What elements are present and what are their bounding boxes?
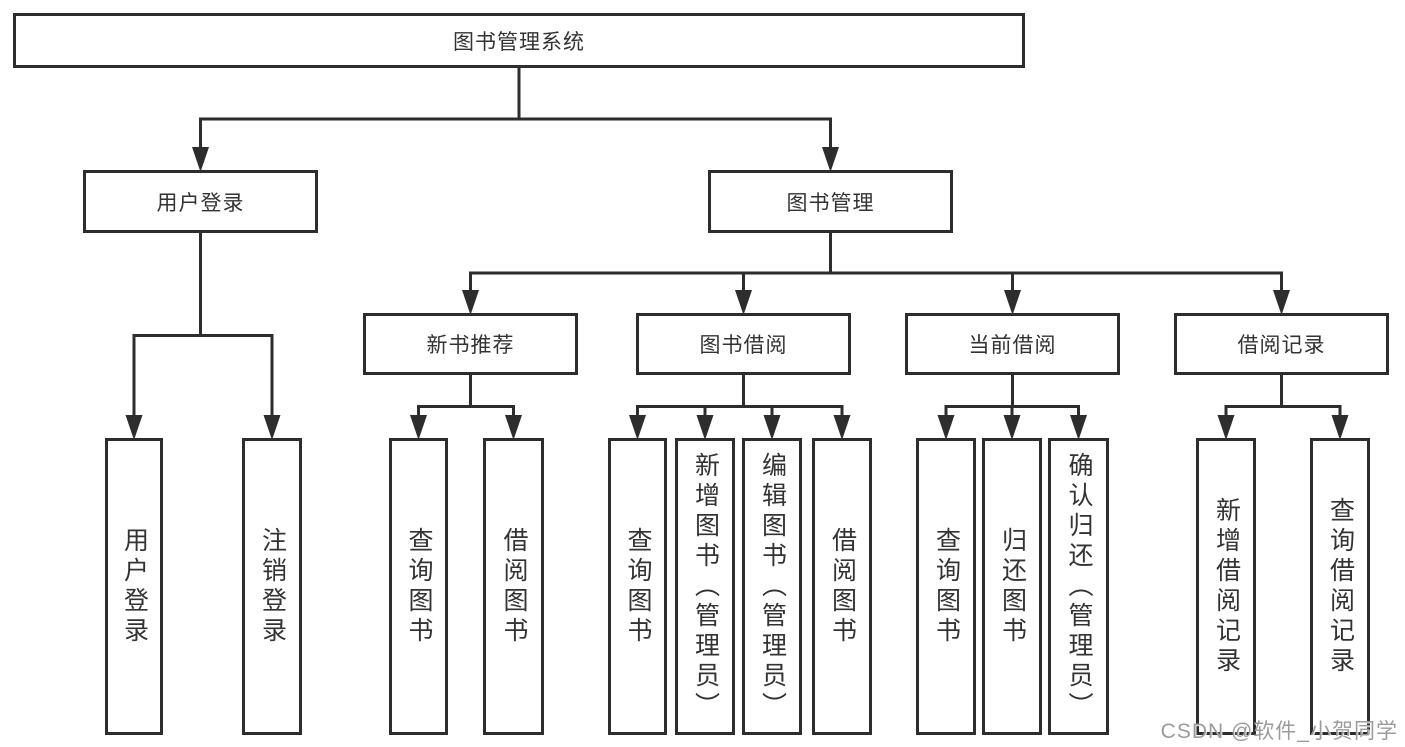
node-label-root: 图书管理系统 xyxy=(453,30,585,54)
node-logout: 注销登录 xyxy=(242,438,302,735)
node-label-borrow-records: 借阅记录 xyxy=(1237,334,1326,357)
node-label-logout: 注销登录 xyxy=(258,526,287,647)
arrowhead-icon xyxy=(937,415,955,440)
arrowhead-icon xyxy=(822,147,839,172)
node-label-nb-query: 查询图书 xyxy=(405,526,433,647)
node-cb-query: 查询图书 xyxy=(916,438,976,735)
arrowhead-icon xyxy=(263,415,281,440)
arrowhead-icon xyxy=(735,290,752,315)
node-book-mgmt: 图书管理 xyxy=(708,170,953,233)
arrowhead-icon xyxy=(763,415,781,440)
watermark-csdn: CSDN @软件_小贺同学 xyxy=(1160,720,1398,743)
node-login-group: 用户登录 xyxy=(83,170,318,233)
node-borrow-records: 借阅记录 xyxy=(1174,313,1389,375)
node-label-cb-return: 归还图书 xyxy=(998,526,1027,647)
node-cb-confirm: 确认归还（管理员） xyxy=(1048,438,1109,735)
arrowhead-icon xyxy=(125,415,143,440)
node-label-bb-borrow: 借阅图书 xyxy=(828,526,857,647)
node-br-add: 新增借阅记录 xyxy=(1196,438,1256,735)
arrowhead-icon xyxy=(833,415,851,440)
arrowhead-icon xyxy=(629,415,646,440)
node-new-book-rec: 新书推荐 xyxy=(363,313,578,375)
node-label-bb-query: 查询图书 xyxy=(624,526,652,647)
node-cb-return: 归还图书 xyxy=(982,438,1042,735)
node-root: 图书管理系统 xyxy=(13,13,1025,68)
node-label-cb-query: 查询图书 xyxy=(932,526,961,647)
node-label-br-query: 查询借阅记录 xyxy=(1326,496,1355,677)
node-label-bb-edit: 编辑图书（管理员） xyxy=(758,451,787,722)
node-bb-add: 新增图书（管理员） xyxy=(675,438,735,735)
arrowhead-icon xyxy=(696,415,714,440)
node-label-user-login: 用户登录 xyxy=(120,526,149,647)
arrowhead-icon xyxy=(192,147,209,172)
node-label-login-group: 用户登录 xyxy=(156,191,245,215)
node-nb-borrow: 借阅图书 xyxy=(483,438,544,735)
node-current-borrow: 当前借阅 xyxy=(905,313,1120,375)
node-bb-edit: 编辑图书（管理员） xyxy=(742,438,802,735)
arrowhead-icon xyxy=(1003,415,1021,440)
arrowhead-icon xyxy=(1217,415,1235,440)
node-label-br-add: 新增借阅记录 xyxy=(1212,496,1241,677)
arrowhead-icon xyxy=(1004,290,1021,315)
node-label-book-borrow: 图书借阅 xyxy=(699,334,788,357)
arrowhead-icon xyxy=(462,290,479,315)
arrowhead-icon xyxy=(1070,415,1087,440)
node-bb-query: 查询图书 xyxy=(608,438,667,735)
node-user-login: 用户登录 xyxy=(105,438,163,735)
node-label-cb-confirm: 确认归还（管理员） xyxy=(1065,451,1093,722)
node-label-bb-add: 新增图书（管理员） xyxy=(691,451,720,722)
node-label-new-book-rec: 新书推荐 xyxy=(426,334,515,357)
node-label-nb-borrow: 借阅图书 xyxy=(500,526,528,647)
arrowhead-icon xyxy=(1331,415,1349,440)
node-bb-borrow: 借阅图书 xyxy=(812,438,872,735)
node-label-book-mgmt: 图书管理 xyxy=(786,191,875,215)
node-label-current-borrow: 当前借阅 xyxy=(968,334,1057,357)
arrowhead-icon xyxy=(505,415,522,440)
arrowhead-icon xyxy=(1273,290,1290,315)
node-nb-query: 查询图书 xyxy=(389,438,448,735)
node-book-borrow: 图书借阅 xyxy=(636,313,851,375)
arrowhead-icon xyxy=(410,415,427,440)
node-br-query: 查询借阅记录 xyxy=(1310,438,1370,735)
